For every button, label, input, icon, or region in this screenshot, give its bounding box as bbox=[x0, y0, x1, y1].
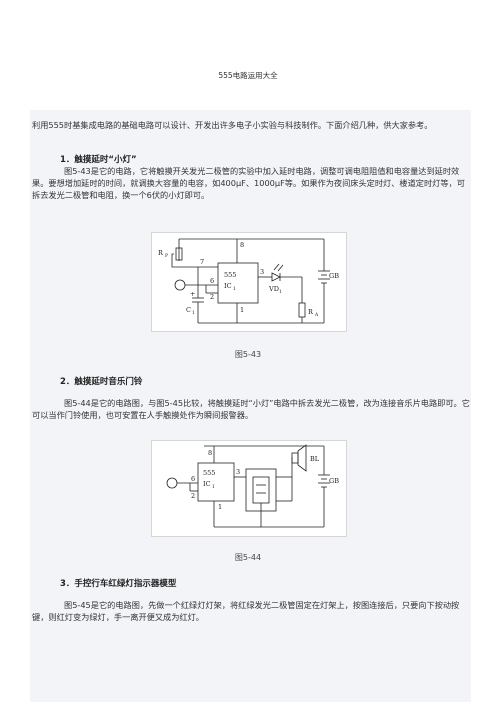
label-vd: VD bbox=[268, 285, 279, 293]
label-ic-sub: 1 bbox=[233, 286, 236, 292]
label-pin3: 3 bbox=[236, 468, 240, 476]
section-3-body: 图5-45是它的电路图，先做一个红绿灯灯架，将红绿发光二极管固定在灯架上，按图连… bbox=[32, 600, 460, 622]
label-gb: GB bbox=[329, 477, 339, 485]
label-c-sub: 1 bbox=[192, 310, 195, 316]
circuit-diagram-5-43: R P 7 8 6 2 3 1 555 IC 1 VD 1 GB C 1 + R… bbox=[158, 238, 339, 324]
page-title: 555电路运用大全 bbox=[218, 71, 278, 80]
label-pin8: 8 bbox=[240, 241, 244, 249]
label-r: R bbox=[308, 308, 314, 316]
label-bl: BL bbox=[310, 455, 320, 463]
label-chip: 555 bbox=[224, 271, 236, 279]
label-pin6: 6 bbox=[210, 277, 214, 285]
figure-caption-5-43: 图5-43 bbox=[234, 350, 262, 359]
circuit-figure-5-43: R P 7 8 6 2 3 1 555 IC 1 VD 1 GB C 1 + R… bbox=[151, 232, 347, 332]
circuit-figure-5-44: 8 6 2 3 1 555 IC 1 BL GB bbox=[151, 440, 347, 537]
section-3-heading: 3．手控行车红绿灯指示器模型 bbox=[60, 579, 177, 589]
section-1-heading: 1．触摸延时“小灯” bbox=[60, 155, 137, 165]
label-pin1: 1 bbox=[240, 306, 244, 314]
label-pin6: 6 bbox=[191, 475, 195, 483]
label-pin1: 1 bbox=[218, 503, 222, 511]
label-gb: GB bbox=[329, 272, 339, 280]
section-2-heading: 2．触摸延时音乐门铃 bbox=[60, 377, 143, 387]
section-2-body: 图5-44是它的电路图，与图5-45比较，将触摸延时“小灯”电路中拆去发光二极管… bbox=[32, 398, 470, 420]
label-vd-sub: 1 bbox=[279, 289, 282, 295]
label-r-sub: A bbox=[314, 312, 319, 318]
label-chip: 555 bbox=[203, 469, 215, 477]
section-1-body: 图5-43是它的电路，它将触摸开关发光二极管的实验中加入延时电路，调整可调电阻阻… bbox=[32, 166, 465, 200]
intro-paragraph: 利用555时基集成电路的基础电路可以设计、开发出许多电子小实验与科技制作。下面介… bbox=[32, 120, 433, 130]
content-area bbox=[30, 110, 471, 702]
label-pin2: 2 bbox=[210, 293, 214, 301]
label-pin3: 3 bbox=[260, 268, 264, 276]
label-pin2: 2 bbox=[191, 492, 195, 500]
figure-caption-5-44: 图5-44 bbox=[234, 553, 262, 562]
label-rp-sub: P bbox=[165, 253, 168, 259]
label-rp: R bbox=[158, 249, 164, 257]
label-c: C bbox=[186, 306, 191, 314]
label-pin8: 8 bbox=[208, 449, 212, 457]
label-pin7: 7 bbox=[200, 258, 204, 266]
circuit-diagram-5-44: 8 6 2 3 1 555 IC 1 BL GB bbox=[166, 444, 339, 528]
label-ic-sub: 1 bbox=[212, 484, 215, 490]
label-ic: IC bbox=[224, 282, 232, 290]
label-plus: + bbox=[190, 290, 195, 298]
label-ic: IC bbox=[203, 480, 211, 488]
